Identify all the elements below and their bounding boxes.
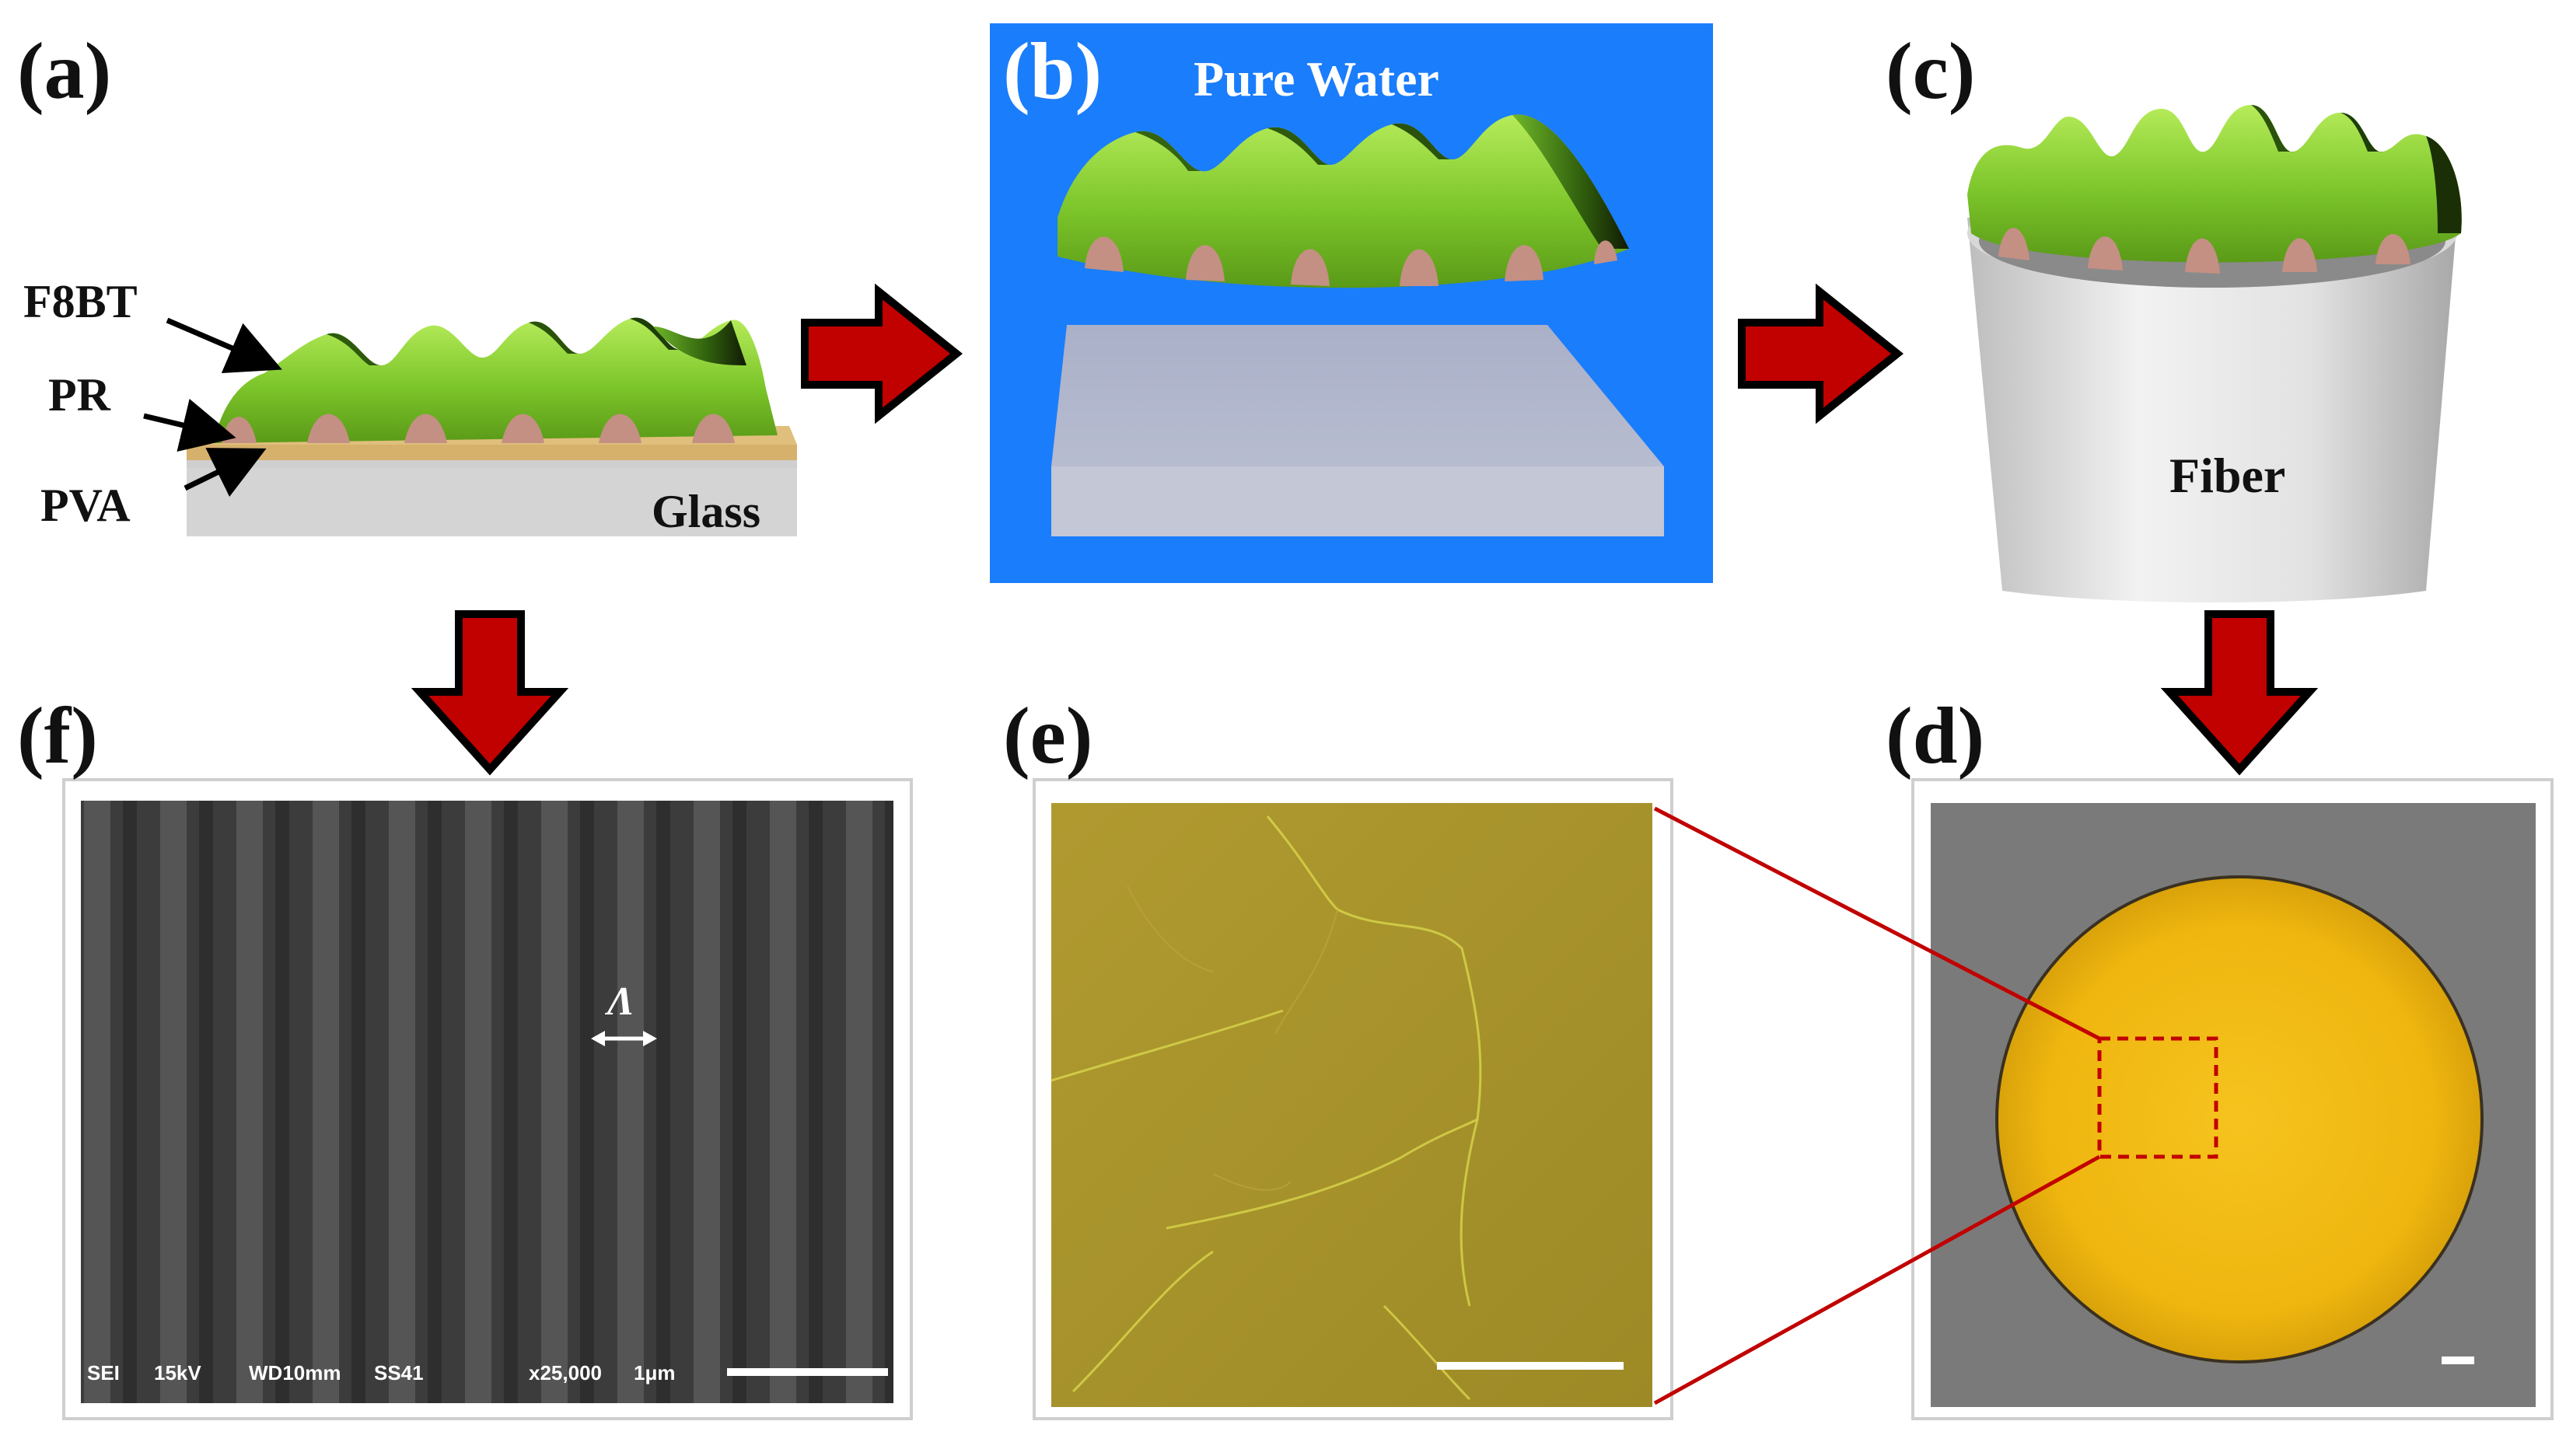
label-pva: PVA (40, 480, 131, 531)
label-pure-water: Pure Water (1194, 51, 1439, 106)
c-f8bt-film (1967, 105, 2462, 263)
panel-label-a: (a) (17, 26, 112, 116)
sem-mode: SEI (87, 1361, 120, 1384)
f8bt-pointer (166, 317, 282, 374)
panel-f-sem-image (62, 778, 913, 1420)
panel-b-illustration (990, 23, 1713, 583)
arrow-c-to-d (2160, 610, 2319, 776)
arrow-a-to-f (411, 610, 569, 776)
panel-a-illustration (143, 317, 797, 536)
sem-mag: x25,000 (529, 1361, 602, 1384)
label-fiber: Fiber (2169, 448, 2286, 503)
panel-e-micrograph (1033, 778, 1673, 1420)
arrow-a-to-b (801, 283, 963, 424)
process-arrows (411, 283, 2319, 776)
panel-label-f: (f) (17, 691, 98, 780)
sem-scale-text: 1μm (634, 1361, 676, 1384)
sem-footer: SEI 15kV WD10mm SS41 x25,000 1μm (87, 1361, 676, 1384)
sem-voltage: 15kV (154, 1361, 201, 1384)
label-glass: Glass (652, 486, 761, 537)
panel-label-b: (b) (1003, 26, 1103, 116)
fiber-core (1995, 875, 2484, 1363)
panel-d-fiber-end (1911, 778, 2554, 1420)
b-f8bt-film (1058, 114, 1629, 288)
panel-c-illustration (1967, 105, 2462, 602)
sem-wd: WD10mm (249, 1361, 341, 1384)
panel-label-e: (e) (1003, 691, 1093, 780)
pr-pointer (143, 398, 236, 452)
pr-bumps (222, 414, 735, 443)
pva-pointer (184, 448, 267, 498)
b-pr-bumps (1085, 236, 1617, 286)
c-pr-bumps (1998, 228, 2410, 274)
f8bt-film (214, 317, 778, 443)
label-f8bt: F8BT (23, 276, 138, 327)
panel-label-c: (c) (1886, 26, 1976, 116)
label-pr: PR (48, 369, 110, 421)
b-glass-slab (1051, 325, 1664, 466)
fiber-cylinder (1967, 218, 2457, 602)
zoom-lines (1653, 806, 2101, 1405)
sem-ss: SS41 (374, 1361, 424, 1384)
pva-layer (187, 445, 797, 460)
glass-substrate (187, 466, 797, 536)
sem-period-symbol: Λ (604, 979, 635, 1024)
panel-label-d: (d) (1886, 691, 1985, 780)
sem-grating (81, 801, 893, 1403)
arrow-b-to-c (1738, 283, 1904, 424)
zoom-box (2097, 1036, 2218, 1159)
